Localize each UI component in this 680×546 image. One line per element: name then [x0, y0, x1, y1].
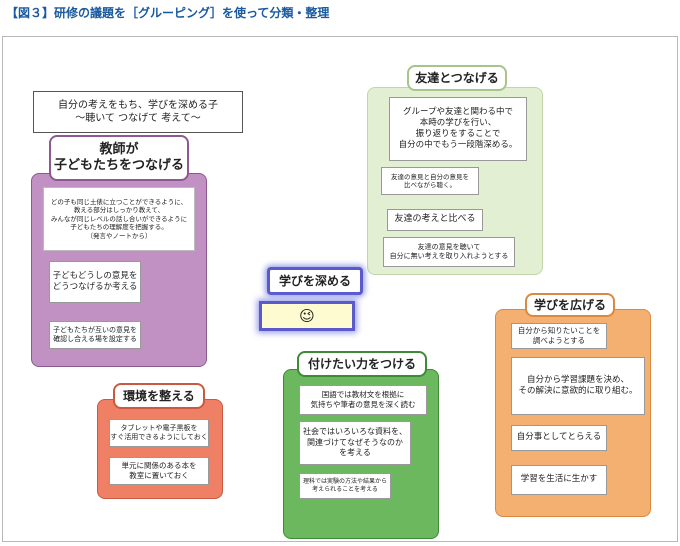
group-spread-title: 学びを広げる: [525, 293, 615, 317]
group-skills-title: 付けたい力をつける: [297, 351, 427, 377]
friends-note-4: 友達の意見を聴いて 自分に無い考えを取り入れようとする: [383, 237, 515, 267]
figure-title: 【図３】研修の議題を［グルーピング］を使って分類・整理: [6, 6, 330, 20]
teacher-note-3: 子どもたちが互いの意見を 確認し合える場を設定する: [49, 321, 141, 349]
group-friends-title: 友達とつなげる: [407, 65, 507, 91]
teacher-note-2: 子どもどうしの意見を どうつなげるか考える: [49, 261, 141, 303]
group-teacher-title: 教師が 子どもたちをつなげる: [49, 135, 189, 181]
wink-face-icon: 😉: [259, 301, 355, 331]
wink-face-glyph: 😉: [299, 307, 315, 325]
environment-note-1: タブレットや電子黒板を すぐ活用できるようにしておく: [109, 419, 209, 447]
skills-note-2: 社会ではいろいろな資料を、 関連づけてなぜそうなのか を考える: [299, 421, 411, 465]
board-canvas: 自分の考えをもち、学びを深める子 ～聴いて つなげて 考えて～ 教師が 子どもた…: [2, 36, 678, 542]
environment-note-2: 単元に関係のある本を 教室に置いておく: [109, 457, 209, 485]
friends-note-3: 友達の考えと比べる: [387, 209, 483, 231]
spread-note-1: 自分から知りたいことを 調べようとする: [511, 323, 607, 349]
spread-note-3: 自分事としてとらえる: [511, 425, 607, 451]
skills-note-1: 国語では教材文を根拠に 気持ちや筆者の意見を深く読む: [299, 385, 427, 415]
skills-note-3: 理科では実験の方法や結果から 考えられることを考える: [299, 473, 391, 499]
spread-note-4: 学習を生活に生かす: [511, 465, 607, 495]
teacher-note-1: どの子も同じ土俵に立つことができるように、 教える部分はしっかり教えて、 みんな…: [43, 187, 195, 251]
goal-box: 自分の考えをもち、学びを深める子 ～聴いて つなげて 考えて～: [33, 91, 243, 133]
group-environment-title: 環境を整える: [113, 383, 205, 409]
spread-note-2: 自分から学習課題を決め、 その解決に意欲的に取り組む。: [511, 357, 645, 415]
friends-note-2: 友達の意見と自分の意見を 比べながら聴く。: [381, 167, 479, 195]
center-label: 学びを深める: [267, 267, 363, 295]
friends-note-1: グループや友達と関わる中で 本時の学びを行い、 振り返りをすることで 自分の中で…: [389, 97, 527, 161]
